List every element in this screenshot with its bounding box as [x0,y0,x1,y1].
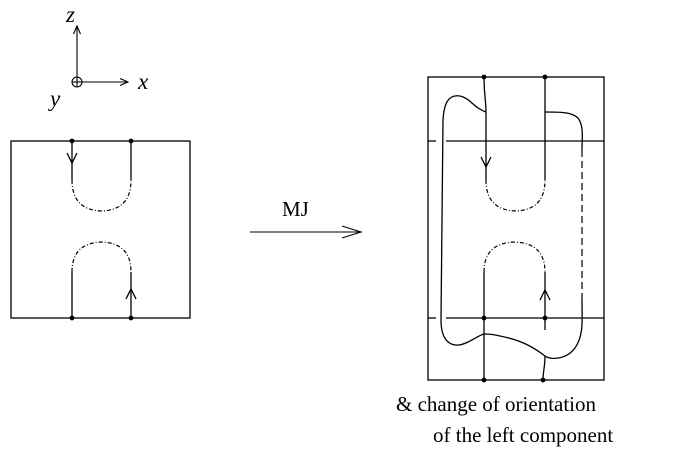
x-axis-label: x [137,69,149,94]
right-upper-arrowhead [480,156,492,169]
mj-label: MJ [282,197,309,221]
right-outer-loop-bottom [483,299,583,360]
caption: & change of orientation of the left comp… [396,392,613,447]
left-vertex-bottom-right [128,315,134,321]
right-bottom-connector [542,355,546,381]
right-outer-loop-top [544,111,583,151]
left-top-arc-hidden [71,179,132,212]
z-axis-arrowhead [72,24,82,35]
right-upper-arc-hidden [485,179,546,212]
left-bottom-arrowhead [125,287,137,300]
right-vertex-bottom-right [540,377,546,383]
left-diagram [10,138,191,321]
left-vertex-bottom-left [69,315,75,321]
x-axis-arrowhead [119,77,130,87]
caption-line-2: of the left component [433,423,613,447]
right-top-connector [483,76,487,113]
mj-transformation-arrow: MJ [250,197,363,239]
right-vertex-top-left [481,74,487,80]
right-lower-arc-hidden [483,241,546,273]
right-vertex-lower-left [481,315,487,321]
left-vertex-top-right [128,138,134,144]
left-bottom-arc-hidden [71,241,132,273]
y-axis-label: y [48,86,61,111]
caption-line-1: & change of orientation [396,392,597,416]
right-vertex-bottom-left [481,377,487,383]
right-box [427,76,605,381]
right-vertex-lower-right [542,315,548,321]
left-box [10,140,191,319]
right-diagram [427,74,605,383]
coordinate-axes: z x y [48,2,149,111]
right-left-long-loop [440,95,487,346]
mj-arrowhead [341,225,363,239]
left-vertex-top-left [69,138,75,144]
z-axis-label: z [65,2,75,27]
left-top-arrowhead [66,152,78,165]
right-vertex-top-right [542,74,548,80]
right-lower-arrowhead [539,288,551,301]
